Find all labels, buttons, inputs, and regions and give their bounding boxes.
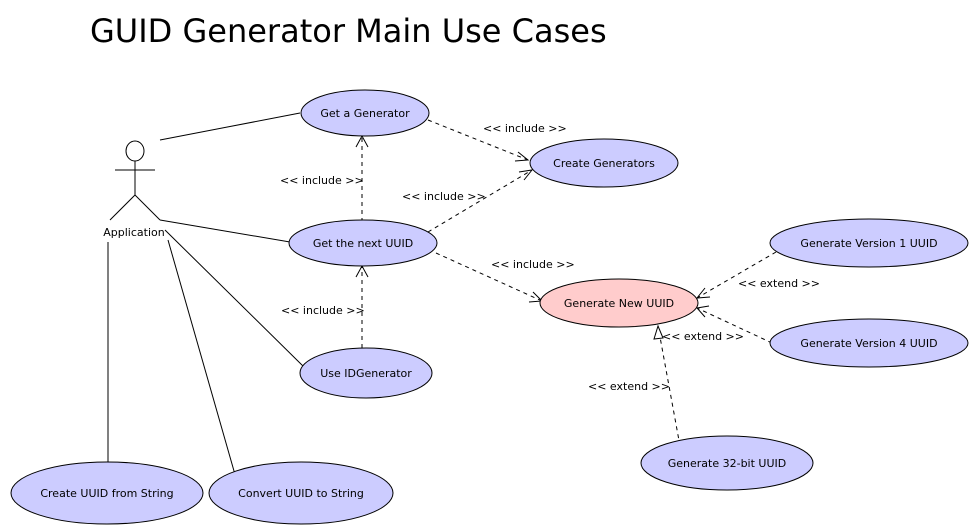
use-case-label: Use IDGenerator [320, 367, 412, 380]
association-convert-uuid-to-string [167, 239, 237, 479]
label-include-next-to-generate-new: << include >> [491, 258, 575, 271]
use-case-create-uuid-from-string[interactable]: Create UUID from String [10, 461, 204, 525]
use-case-ellipse [539, 278, 699, 328]
use-case-ellipse [640, 435, 814, 491]
extend-v4-line [696, 307, 773, 344]
label-include-next-to-get-generator: << include >> [280, 174, 364, 187]
association-use-idgenerator [164, 229, 306, 369]
use-case-get-the-next-uuid[interactable]: Get the next UUID [288, 219, 438, 267]
label-include-next-to-create: << include >> [402, 190, 486, 203]
include-get-generator-to-create-line [427, 119, 529, 161]
include-get-generator-to-create-arrowhead [514, 151, 530, 162]
actor-left-leg [109, 194, 136, 221]
use-case-ellipse [300, 89, 430, 137]
diagram-title: GUID Generator Main Use Cases [90, 12, 607, 50]
actor-application[interactable]: Application [103, 140, 165, 239]
use-case-label: Generate Version 1 UUID [800, 237, 937, 250]
use-case-label: Convert UUID to String [238, 487, 364, 500]
include-next-to-generate-new-line [435, 252, 543, 302]
label-extend-32bit: << extend >> [588, 380, 670, 393]
actor-right-leg [134, 194, 161, 221]
use-case-generate-version-1-uuid[interactable]: Generate Version 1 UUID [769, 218, 969, 268]
use-case-convert-uuid-to-string[interactable]: Convert UUID to String [208, 461, 394, 525]
use-case-label: Create Generators [553, 157, 655, 170]
use-case-label: Get a Generator [320, 107, 410, 120]
use-case-ellipse [288, 219, 438, 267]
use-case-label: Create UUID from String [40, 487, 173, 500]
use-case-label: Generate 32-bit UUID [668, 457, 787, 470]
use-case-ellipse [208, 461, 394, 525]
use-case-use-idgenerator[interactable]: Use IDGenerator [299, 347, 433, 399]
use-case-ellipse [769, 318, 969, 368]
use-case-get-a-generator[interactable]: Get a Generator [300, 89, 430, 137]
association-get-the-next-uuid [159, 219, 291, 243]
use-case-ellipse [769, 218, 969, 268]
use-case-label: Generate New UUID [564, 297, 674, 310]
label-extend-v4: << extend >> [662, 330, 744, 343]
use-case-ellipse [10, 461, 204, 525]
extend-v1-line [696, 251, 777, 299]
label-include-use-idgen-to-next: << include >> [281, 304, 365, 317]
use-case-generate-new-uuid[interactable]: Generate New UUID [539, 278, 699, 328]
use-case-generate-32bit-uuid[interactable]: Generate 32-bit UUID [640, 435, 814, 491]
extend-32bit-arrowhead [653, 324, 664, 340]
label-extend-v1: << extend >> [738, 277, 820, 290]
use-case-ellipse [299, 347, 433, 399]
actor-label: Application [103, 226, 164, 239]
label-include-get-generator-to-create: << include >> [483, 122, 567, 135]
use-case-ellipse [529, 138, 679, 188]
use-case-create-generators[interactable]: Create Generators [529, 138, 679, 188]
use-case-generate-version-4-uuid[interactable]: Generate Version 4 UUID [769, 318, 969, 368]
association-get-a-generator [159, 112, 301, 141]
actor-head [125, 140, 145, 162]
use-case-label: Get the next UUID [313, 237, 413, 250]
include-next-to-create-arrowhead [518, 169, 534, 181]
use-case-label: Generate Version 4 UUID [800, 337, 937, 350]
extend-v4-arrowhead [696, 305, 710, 318]
